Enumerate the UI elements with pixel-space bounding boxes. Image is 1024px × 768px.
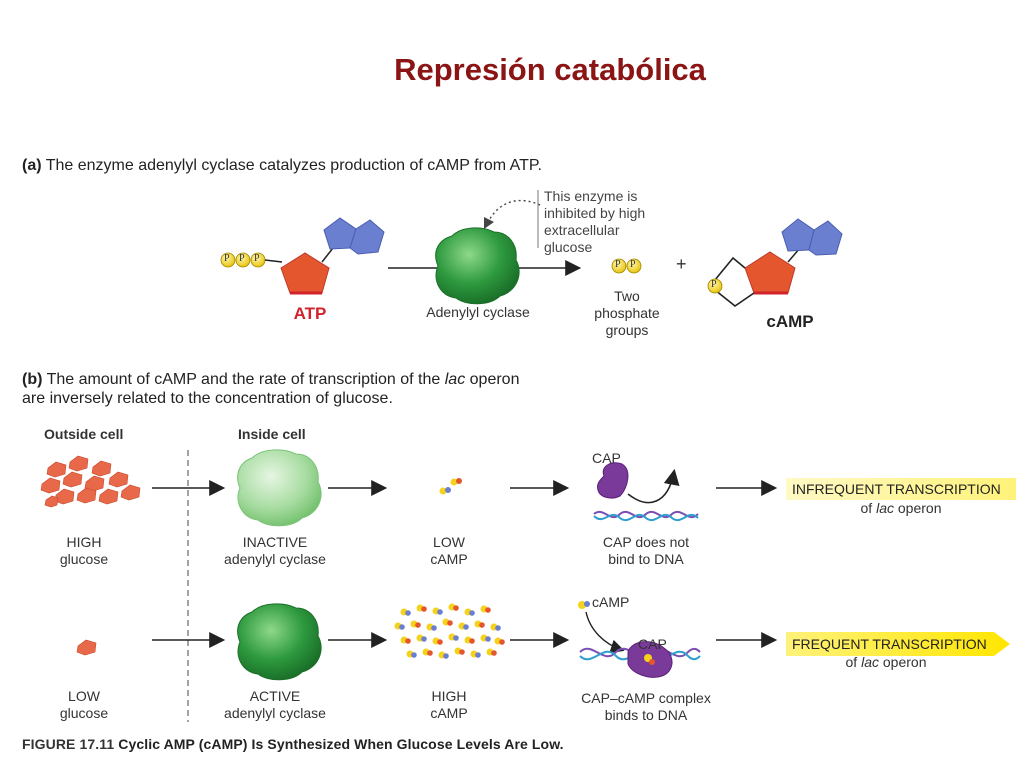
p-letter: P [711,279,717,290]
camp-dot-base [405,638,411,644]
camp-dot-base [427,650,433,656]
camp-dot-base [421,636,427,642]
camp-dot-base [463,624,469,630]
binding-arrow [585,611,625,654]
outside-cell-header: Outside cell [44,426,124,442]
camp-dot [578,601,586,609]
figure-caption-text: Cyclic AMP (cAMP) Is Synthesized When Gl… [118,736,564,752]
no-binding-arrow [627,468,680,504]
camp-label: cAMP [766,312,814,331]
camp-dot-base [453,605,459,611]
camp-dot-base [447,620,453,626]
frequent-banner-arrow [786,632,1010,656]
high-camp-molecules [394,603,505,659]
camp-dot-base [475,652,481,658]
camp-dot-base [453,635,459,641]
dna-helix [593,511,699,521]
camp-dot-base [421,606,427,612]
active-enzyme-label: ACTIVE adenylyl cyclase [224,688,326,721]
camp-dot-base [469,638,475,644]
high-glucose-molecules [40,455,141,508]
inside-cell-header: Inside cell [238,426,306,442]
p-letter: P [615,259,621,270]
cap-complex-label: CAP [638,636,667,652]
panel-a-letter: (a) [22,157,42,174]
panel-a-text: The enzyme adenylyl cyclase catalyzes pr… [45,157,542,174]
infrequent-banner-bg [786,478,1016,500]
slide-title: Represión catabólica [394,52,706,87]
adenylyl-cyclase-enzyme [435,227,520,305]
high-camp-label: HIGH cAMP [430,688,468,721]
figure-number: FIGURE 17.11 [22,736,115,752]
camp-dot-base [469,610,475,616]
camp-dot-base [431,625,437,631]
inhibition-note: This enzyme is inhibited by high extrace… [544,188,646,255]
camp-dot-base [443,653,449,659]
frequent-transcription-label: FREQUENT TRANSCRIPTION [792,636,987,652]
camp-dot-base [405,610,411,616]
camp-dot-base [459,649,465,655]
infrequent-operon-label: of lac operon [860,500,942,516]
p-letter: P [239,253,245,264]
camp-dot-base [491,650,497,656]
phosphate-groups [611,258,642,274]
p-letter: P [224,253,230,264]
camp-dot-base [479,622,485,628]
camp-dot-base [485,607,491,613]
plus-sign: + [676,254,687,274]
low-glucose-label: LOW glucose [59,688,109,721]
atp-molecule [220,217,385,295]
p-letter: P [630,259,636,270]
low-glucose-molecule [76,639,97,656]
cap-protein [597,462,629,499]
camp-dot-base [415,622,421,628]
panel-b-letter: (b) [22,371,43,388]
inactive-enzyme-label: INACTIVE adenylyl cyclase [224,534,326,567]
camp-dot-base [495,625,501,631]
frequent-operon-label: of lac operon [845,654,927,670]
panel-a-heading: (a) The enzyme adenylyl cyclase catalyze… [22,156,782,175]
low-camp-molecules [439,478,462,495]
complex-binds-label: CAP–cAMP complex binds to DNA [581,690,711,723]
camp-pointer-label: cAMP [592,594,630,610]
camp-dot-base [411,652,417,658]
camp-dot-base [437,609,443,615]
cap-no-bind-label: CAP does not bind to DNA [602,534,690,567]
inhibition-arrow [487,199,541,223]
infrequent-transcription-label: INFREQUENT TRANSCRIPTION [792,481,1001,497]
camp-dot-base [437,639,443,645]
low-camp-label: LOW cAMP [430,534,468,567]
panel-b-heading: (b) The amount of cAMP and the rate of t… [22,371,520,407]
adenylyl-cyclase-label: Adenylyl cyclase [426,304,530,320]
active-adenylyl-cyclase [237,603,322,681]
p-letter: P [254,253,260,264]
atp-label: ATP [293,304,327,323]
camp-dot-base [499,639,505,645]
high-glucose-label: HIGH glucose [59,534,109,567]
inactive-adenylyl-cyclase [237,449,322,527]
cap-label: CAP [592,450,621,466]
figure-caption: FIGURE 17.11 Cyclic AMP (cAMP) Is Synthe… [22,736,564,752]
camp-molecule [707,218,843,307]
phosphate-groups-label: Two phosphate groups [594,288,660,338]
camp-dot-base [399,624,405,630]
camp-dot-base [485,636,491,642]
